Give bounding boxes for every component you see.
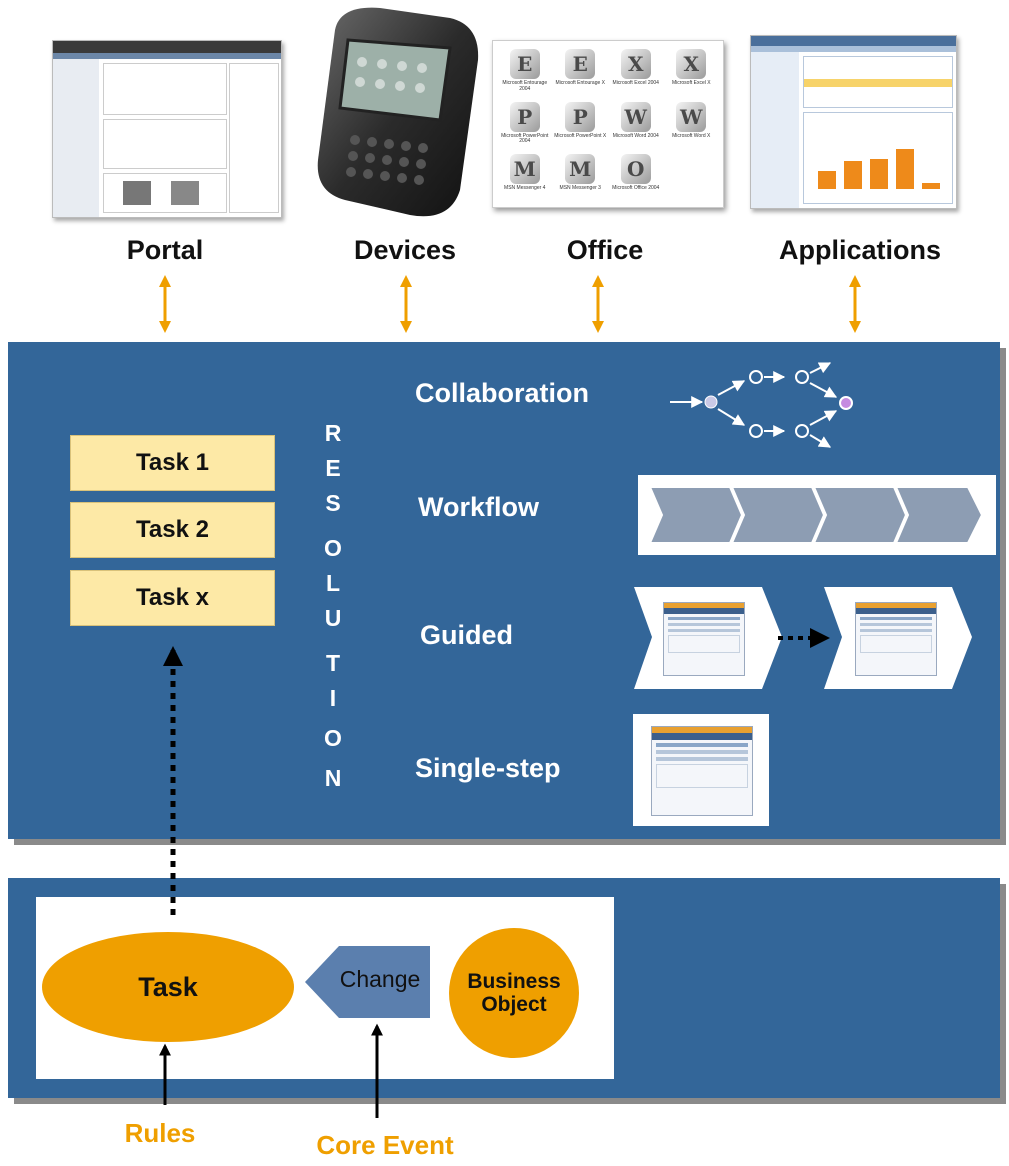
single-step-label: Single-step [415, 753, 561, 783]
devices-label: Devices [353, 235, 457, 265]
task-x-box: Task x [70, 570, 275, 626]
resolution-letter: E [325, 455, 341, 481]
rules-label: Rules [124, 1118, 196, 1148]
office-icon-caption: MSN Messenger 3 [559, 185, 601, 192]
office-icon-caption: Microsoft Excel X [671, 80, 711, 86]
applications-screenshot [750, 35, 957, 209]
office-glyph-icon: O [620, 154, 651, 185]
change-label: Change [339, 966, 421, 992]
office-glyph-icon: E [509, 49, 540, 79]
collaboration-graph [670, 362, 853, 448]
office-icon-caption: Microsoft Office 2004 [612, 185, 660, 192]
resolution-letter: L [325, 570, 341, 596]
portal-label: Portal [126, 235, 204, 265]
office-glyph-icon: X [620, 49, 651, 79]
office-icon-caption: MSN Messenger 4 [504, 185, 546, 192]
guided-step-2-screenshot [855, 602, 937, 676]
office-glyph-icon: P [565, 101, 596, 132]
task-2-box: Task 2 [70, 502, 275, 558]
office-glyph-icon: W [620, 101, 651, 132]
office-icon-caption: Microsoft Entourage X [555, 80, 605, 86]
single-step-screenshot [651, 726, 753, 816]
office-icon-caption: Microsoft Entourage 2004 [502, 80, 548, 92]
resolution-letter: R [324, 420, 342, 446]
office-glyph-icon: M [509, 154, 540, 185]
resolution-letter: O [324, 725, 342, 751]
workflow-label: Workflow [418, 492, 539, 522]
business-object-line2: Object [481, 993, 547, 1016]
blackberry-device-image [317, 7, 479, 217]
resolution-letter: U [324, 605, 342, 631]
task-ellipse: Task [42, 932, 294, 1042]
guided-label: Guided [420, 620, 513, 650]
resolution-letter: O [324, 535, 342, 561]
office-icon-caption: Microsoft Excel 2004 [612, 80, 659, 86]
office-label: Office [566, 235, 644, 265]
resolution-letter: I [329, 685, 337, 711]
change-arrow-shape [305, 946, 430, 1018]
applications-label: Applications [778, 235, 941, 265]
connector-arrows [159, 275, 861, 333]
business-object-line1: Business [467, 969, 561, 993]
workflow-chevrons-box [638, 475, 996, 555]
office-glyph-icon: P [509, 101, 540, 132]
office-icon-caption: Microsoft Word 2004 [612, 132, 659, 139]
office-icon-caption: Microsoft PowerPoint X [554, 132, 607, 139]
resolution-letter: S [325, 490, 341, 516]
collaboration-label: Collaboration [415, 378, 589, 408]
office-icon-caption: Microsoft Word X [672, 132, 711, 139]
task-1-box: Task 1 [70, 435, 275, 491]
office-glyph-icon: M [565, 154, 596, 185]
guided-step-1-screenshot [663, 602, 745, 676]
office-icon-caption: Microsoft PowerPoint 2004 [501, 132, 549, 145]
office-glyph-icon: E [565, 49, 596, 79]
core-event-label: Core Event [316, 1130, 454, 1160]
office-glyph-icon: W [676, 101, 707, 132]
resolution-letter: N [324, 765, 342, 791]
office-glyph-icon: X [676, 49, 707, 79]
business-object-circle: Business Object [449, 928, 579, 1058]
task-ellipse-label: Task [138, 971, 198, 1002]
resolution-letter: T [325, 650, 341, 676]
portal-screenshot [52, 40, 282, 218]
